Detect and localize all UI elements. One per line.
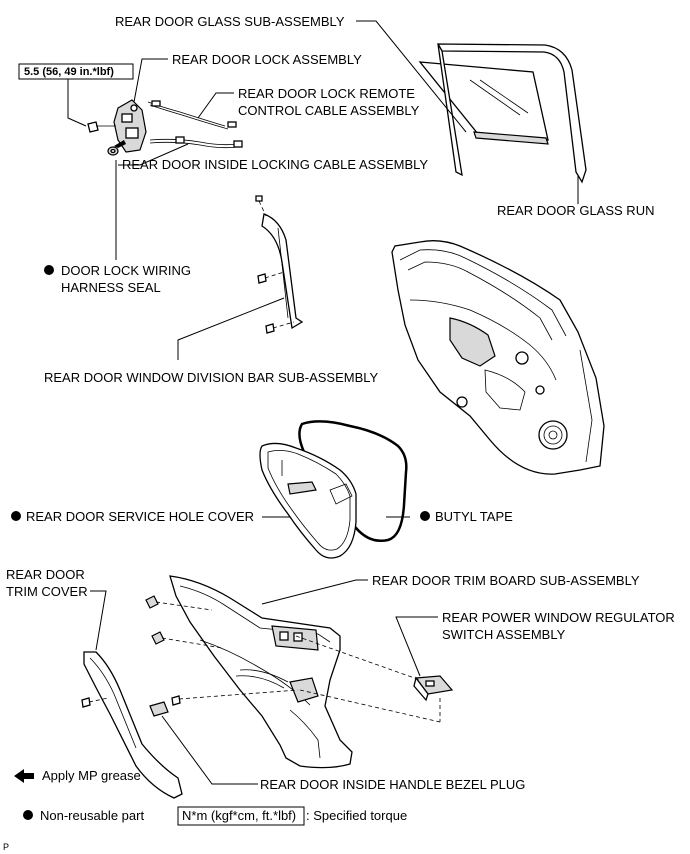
inside-locking-cable [149,136,243,149]
wiring-harness-seal [107,146,119,156]
trim-cover-clip [81,697,109,708]
trim-board-inside-handle [235,669,319,703]
torque-value: 5.5 (56, 49 in.*lbf) [24,66,114,78]
label-switch-line1: REAR POWER WINDOW REGULATOR [442,610,675,625]
label-rear-door-lock: REAR DOOR LOCK ASSEMBLY [172,52,362,67]
label-division-bar: REAR DOOR WINDOW DIVISION BAR SUB-ASSEMB… [44,370,379,385]
label-butyl-tape: BUTYL TAPE [435,509,513,524]
non-reusable-dot-icon [23,810,33,820]
label-inside-locking-cable: REAR DOOR INSIDE LOCKING CABLE ASSEMBLY [122,157,428,172]
label-remote-cable-line2: CONTROL CABLE ASSEMBLY [238,103,420,118]
non-reusable-dot-icon [11,511,21,521]
trim-clip-lower [151,631,223,649]
label-switch-line2: SWITCH ASSEMBLY [442,627,566,642]
rear-door-lock-assembly [113,99,147,153]
legend-torque-box [177,806,305,826]
label-rear-door-glass: REAR DOOR GLASS SUB-ASSEMBLY [115,14,345,29]
window-division-bar [261,213,304,330]
service-hole-cover [259,442,357,559]
grease-arrow-icon [14,769,34,783]
legend-specified-torque: : Specified torque [306,808,407,823]
non-reusable-dot-icon [44,265,54,275]
lock-bolt [87,121,116,133]
rear-door-glass-run [436,43,587,184]
legend-non-reusable: Non-reusable part [40,808,144,823]
label-remote-cable-line1: REAR DOOR LOCK REMOTE [238,86,415,101]
label-trim-cover-line2: TRIM COVER [6,584,88,599]
label-service-hole-cover: REAR DOOR SERVICE HOLE COVER [26,509,254,524]
legend-grease: Apply MP grease [42,768,141,783]
trim-clip-upper [145,595,213,611]
window-regulator-switch [295,635,454,723]
label-trim-cover-line1: REAR DOOR [6,567,85,582]
legend-torque-unit: N*m (kgf*cm, ft.*lbf) [182,808,296,823]
inside-handle-bezel-plug [149,701,169,717]
rear-door-glass [418,61,549,145]
division-bar-screw-top [255,195,267,217]
trim-screw [171,689,299,706]
remote-control-cable [147,100,237,130]
label-wiring-seal-line1: DOOR LOCK WIRING [61,263,191,278]
rear-door-panel [391,240,605,475]
trim-board-switch-opening [271,625,319,651]
non-reusable-dot-icon [420,511,430,521]
division-bar-screw-low [265,321,295,334]
label-trim-board: REAR DOOR TRIM BOARD SUB-ASSEMBLY [372,573,640,588]
division-bar-screw-mid [257,271,285,284]
label-glass-run: REAR DOOR GLASS RUN [497,203,654,218]
rear-door-trim-cover [83,651,183,799]
grease-arrow-icon [114,140,126,148]
label-bezel-plug: REAR DOOR INSIDE HANDLE BEZEL PLUG [260,777,525,792]
label-wiring-seal-line2: HARNESS SEAL [61,280,161,295]
torque-box [18,63,134,80]
corner-mark: P [3,842,9,852]
